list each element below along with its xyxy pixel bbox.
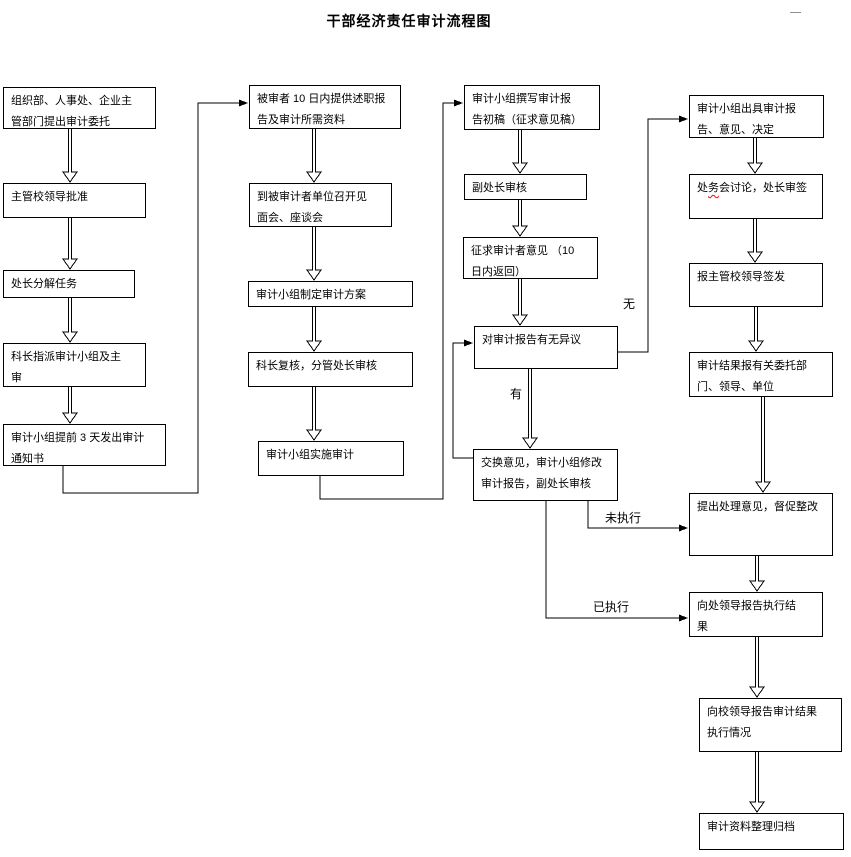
stray-gray-dash bbox=[790, 12, 801, 13]
flow-arrow-down bbox=[749, 556, 765, 592]
flow-node-report-exec-division: 向处领导报告执行结 果 bbox=[689, 592, 823, 637]
flow-node-director-split-tasks: 处长分解任务 bbox=[3, 270, 135, 298]
flow-arrow-down bbox=[62, 218, 78, 270]
spellcheck-underline: 务 bbox=[708, 182, 719, 194]
flow-arrow-down bbox=[62, 129, 78, 183]
flow-arrow-down bbox=[747, 219, 763, 263]
edge-label-no: 无 bbox=[622, 296, 637, 312]
flow-node-issue-report: 审计小组出具审计报 告、意见、决定 bbox=[689, 95, 824, 138]
flow-node-send-audit-notice: 审计小组提前 3 天发出审计 通知书 bbox=[3, 424, 166, 466]
flow-node-office-meeting-sign: 处务会讨论，处长审签 bbox=[689, 174, 823, 219]
flow-arrow-down bbox=[522, 369, 538, 449]
flow-arrow-down bbox=[512, 279, 528, 326]
flow-arrow-down bbox=[62, 298, 78, 343]
flow-arrow-down bbox=[747, 138, 763, 174]
flow-node-school-leader-approve: 主管校领导批准 bbox=[3, 183, 146, 218]
connector-arrowhead bbox=[679, 115, 688, 123]
connector-arrowhead bbox=[679, 524, 688, 532]
flow-node-provide-materials: 被审者 10 日内提供述职报 告及审计所需资料 bbox=[249, 85, 401, 129]
flow-node-implement-audit: 审计小组实施审计 bbox=[258, 441, 404, 476]
connector-no-objection-to-issue bbox=[618, 118, 687, 353]
connector-arrowhead bbox=[454, 99, 463, 107]
flow-node-exchange-revise: 交换意见，审计小组修改 审计报告，副处长审核 bbox=[473, 449, 618, 501]
flow-node-propose-entrust: 组织部、人事处、企业主 管部门提出审计委托 bbox=[3, 87, 156, 129]
flow-node-draft-report: 审计小组撰写审计报 告初稿（征求意见稿） bbox=[464, 85, 600, 130]
flow-arrow-down bbox=[306, 387, 322, 441]
edge-label-yes: 有 bbox=[509, 386, 524, 402]
flow-node-make-audit-plan: 审计小组制定审计方案 bbox=[248, 281, 413, 307]
edge-label-not-executed: 未执行 bbox=[604, 510, 643, 526]
flow-arrow-down bbox=[749, 752, 765, 813]
connector-arrowhead bbox=[239, 99, 248, 107]
flow-arrow-down bbox=[512, 130, 528, 174]
flow-node-handling-opinions: 提出处理意见，督促整改 bbox=[689, 493, 833, 556]
connector-arrowhead bbox=[679, 614, 688, 622]
connector-arrowhead bbox=[464, 339, 473, 347]
connector-executed-path bbox=[545, 501, 687, 619]
connector-not-executed-path bbox=[587, 501, 687, 529]
flow-node-archive-materials: 审计资料整理归档 bbox=[699, 813, 844, 850]
flow-arrow-down bbox=[748, 307, 764, 352]
flow-node-chief-recheck: 科长复核，分管处长审核 bbox=[248, 352, 413, 387]
flow-node-report-to-entrusting: 审计结果报有关委托部 门、领导、单位 bbox=[689, 352, 833, 397]
flow-arrow-down bbox=[306, 129, 322, 183]
connector-notice-to-materials bbox=[62, 102, 247, 494]
flow-node-chief-appoint-team: 科长指派审计小组及主 审 bbox=[3, 343, 146, 387]
flow-arrow-down bbox=[512, 200, 528, 237]
flow-arrow-down bbox=[306, 227, 322, 281]
connector-audit-to-draft bbox=[319, 102, 462, 500]
flow-node-report-exec-school: 向校领导报告审计结果 执行情况 bbox=[699, 698, 842, 752]
flow-arrow-down bbox=[755, 397, 771, 493]
flow-arrow-down bbox=[62, 387, 78, 424]
flow-node-deputy-director-review: 副处长审核 bbox=[464, 174, 587, 200]
flow-arrow-down bbox=[749, 637, 765, 698]
flow-node-solicit-opinions: 征求审计者意见 （10 日内返回） bbox=[463, 237, 598, 279]
flow-arrow-down bbox=[306, 307, 322, 352]
connector-revise-back-to-check bbox=[452, 342, 473, 459]
page-title: 干部经济责任审计流程图 bbox=[326, 13, 492, 29]
edge-label-executed: 已执行 bbox=[592, 599, 631, 615]
flow-node-objection-check: 对审计报告有无异议 bbox=[474, 326, 618, 369]
flow-node-school-leader-issue: 报主管校领导签发 bbox=[689, 263, 823, 307]
flow-node-kickoff-meetings: 到被审计者单位召开见 面会、座谈会 bbox=[249, 183, 392, 227]
